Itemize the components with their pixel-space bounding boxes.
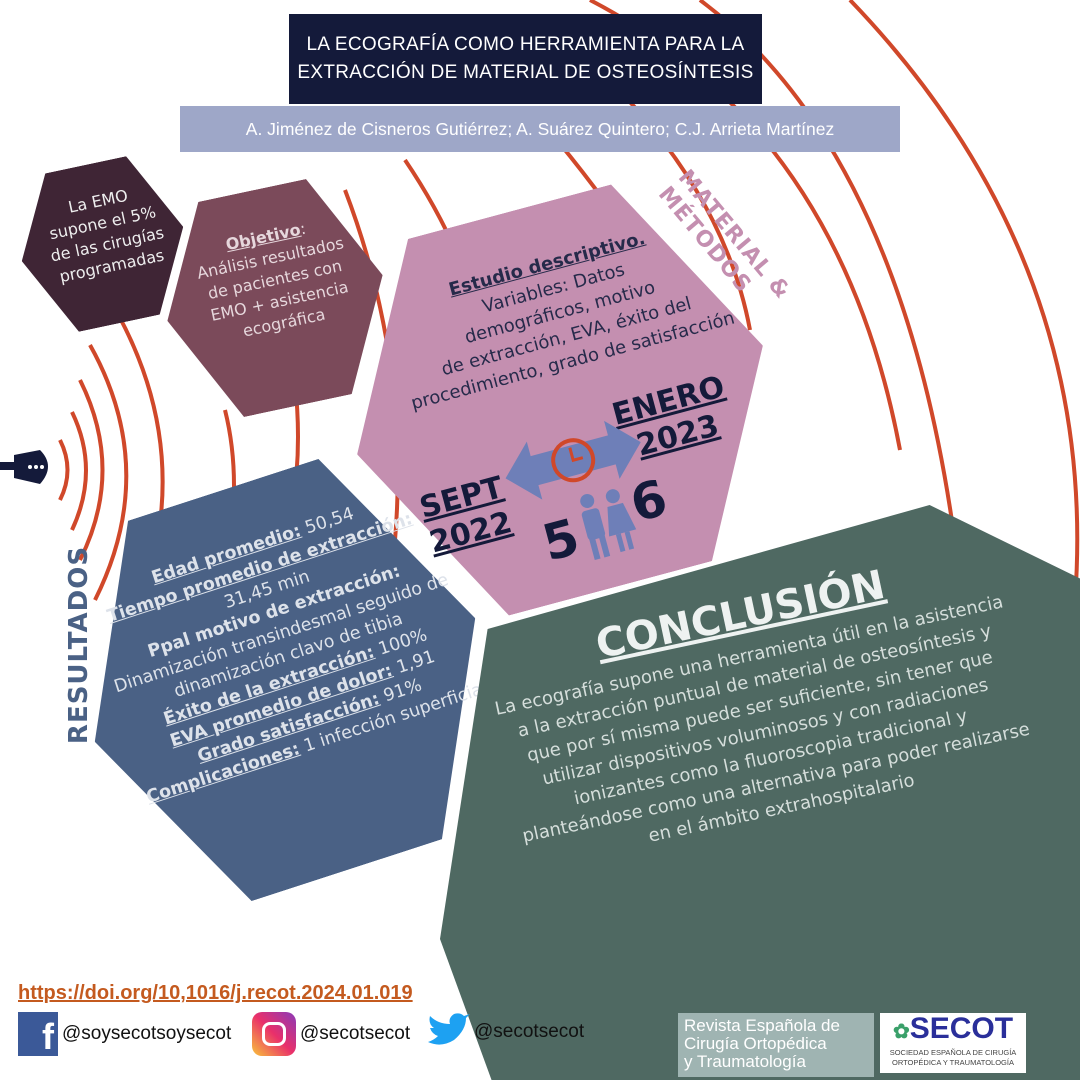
instagram-link[interactable]: @secotsecot [252, 1012, 410, 1056]
twitter-icon [428, 1013, 470, 1045]
instagram-icon [252, 1012, 296, 1056]
journal-line: y Traumatología [684, 1052, 806, 1071]
journal-line: Revista Española de [684, 1016, 840, 1035]
title-line-2: EXTRACCIÓN DE MATERIAL DE OSTEOSÍNTESIS [297, 62, 754, 83]
twitter-link[interactable]: @secotsecot [426, 1012, 584, 1052]
secot-name: SECOT [909, 1012, 1014, 1045]
clock-arrows-icon [505, 420, 641, 500]
facebook-link[interactable]: f @soysecotsoysecot [18, 1012, 232, 1057]
title-box: LA ECOGRAFÍA COMO HERRAMIENTA PARA LA EX… [289, 14, 762, 104]
facebook-handle: @soysecotsoysecot [62, 1023, 232, 1044]
secot-subtitle: SOCIEDAD ESPAÑOLA DE CIRUGÍA [889, 1048, 1017, 1057]
results-section-label: RESULTADOS [64, 545, 95, 745]
tree-icon: ✿ [892, 1021, 910, 1043]
authors: A. Jiménez de Cisneros Gutiérrez; A. Suá… [180, 106, 900, 152]
secot-subtitle: ORTOPÉDICA Y TRAUMATOLOGÍA [892, 1058, 1014, 1067]
facebook-icon: f [18, 1012, 58, 1057]
patients-icon [580, 489, 637, 561]
instagram-handle: @secotsecot [300, 1023, 411, 1044]
journal-line: Cirugía Ortopédica [684, 1034, 827, 1053]
title-line-1: LA ECOGRAFÍA COMO HERRAMIENTA PARA LA [306, 34, 745, 55]
twitter-handle: @secotsecot [474, 1021, 585, 1042]
doi-link[interactable]: https://doi.org/10,1016/j.recot.2024.01.… [18, 982, 413, 1004]
ultrasound-probe-icon [0, 450, 48, 484]
